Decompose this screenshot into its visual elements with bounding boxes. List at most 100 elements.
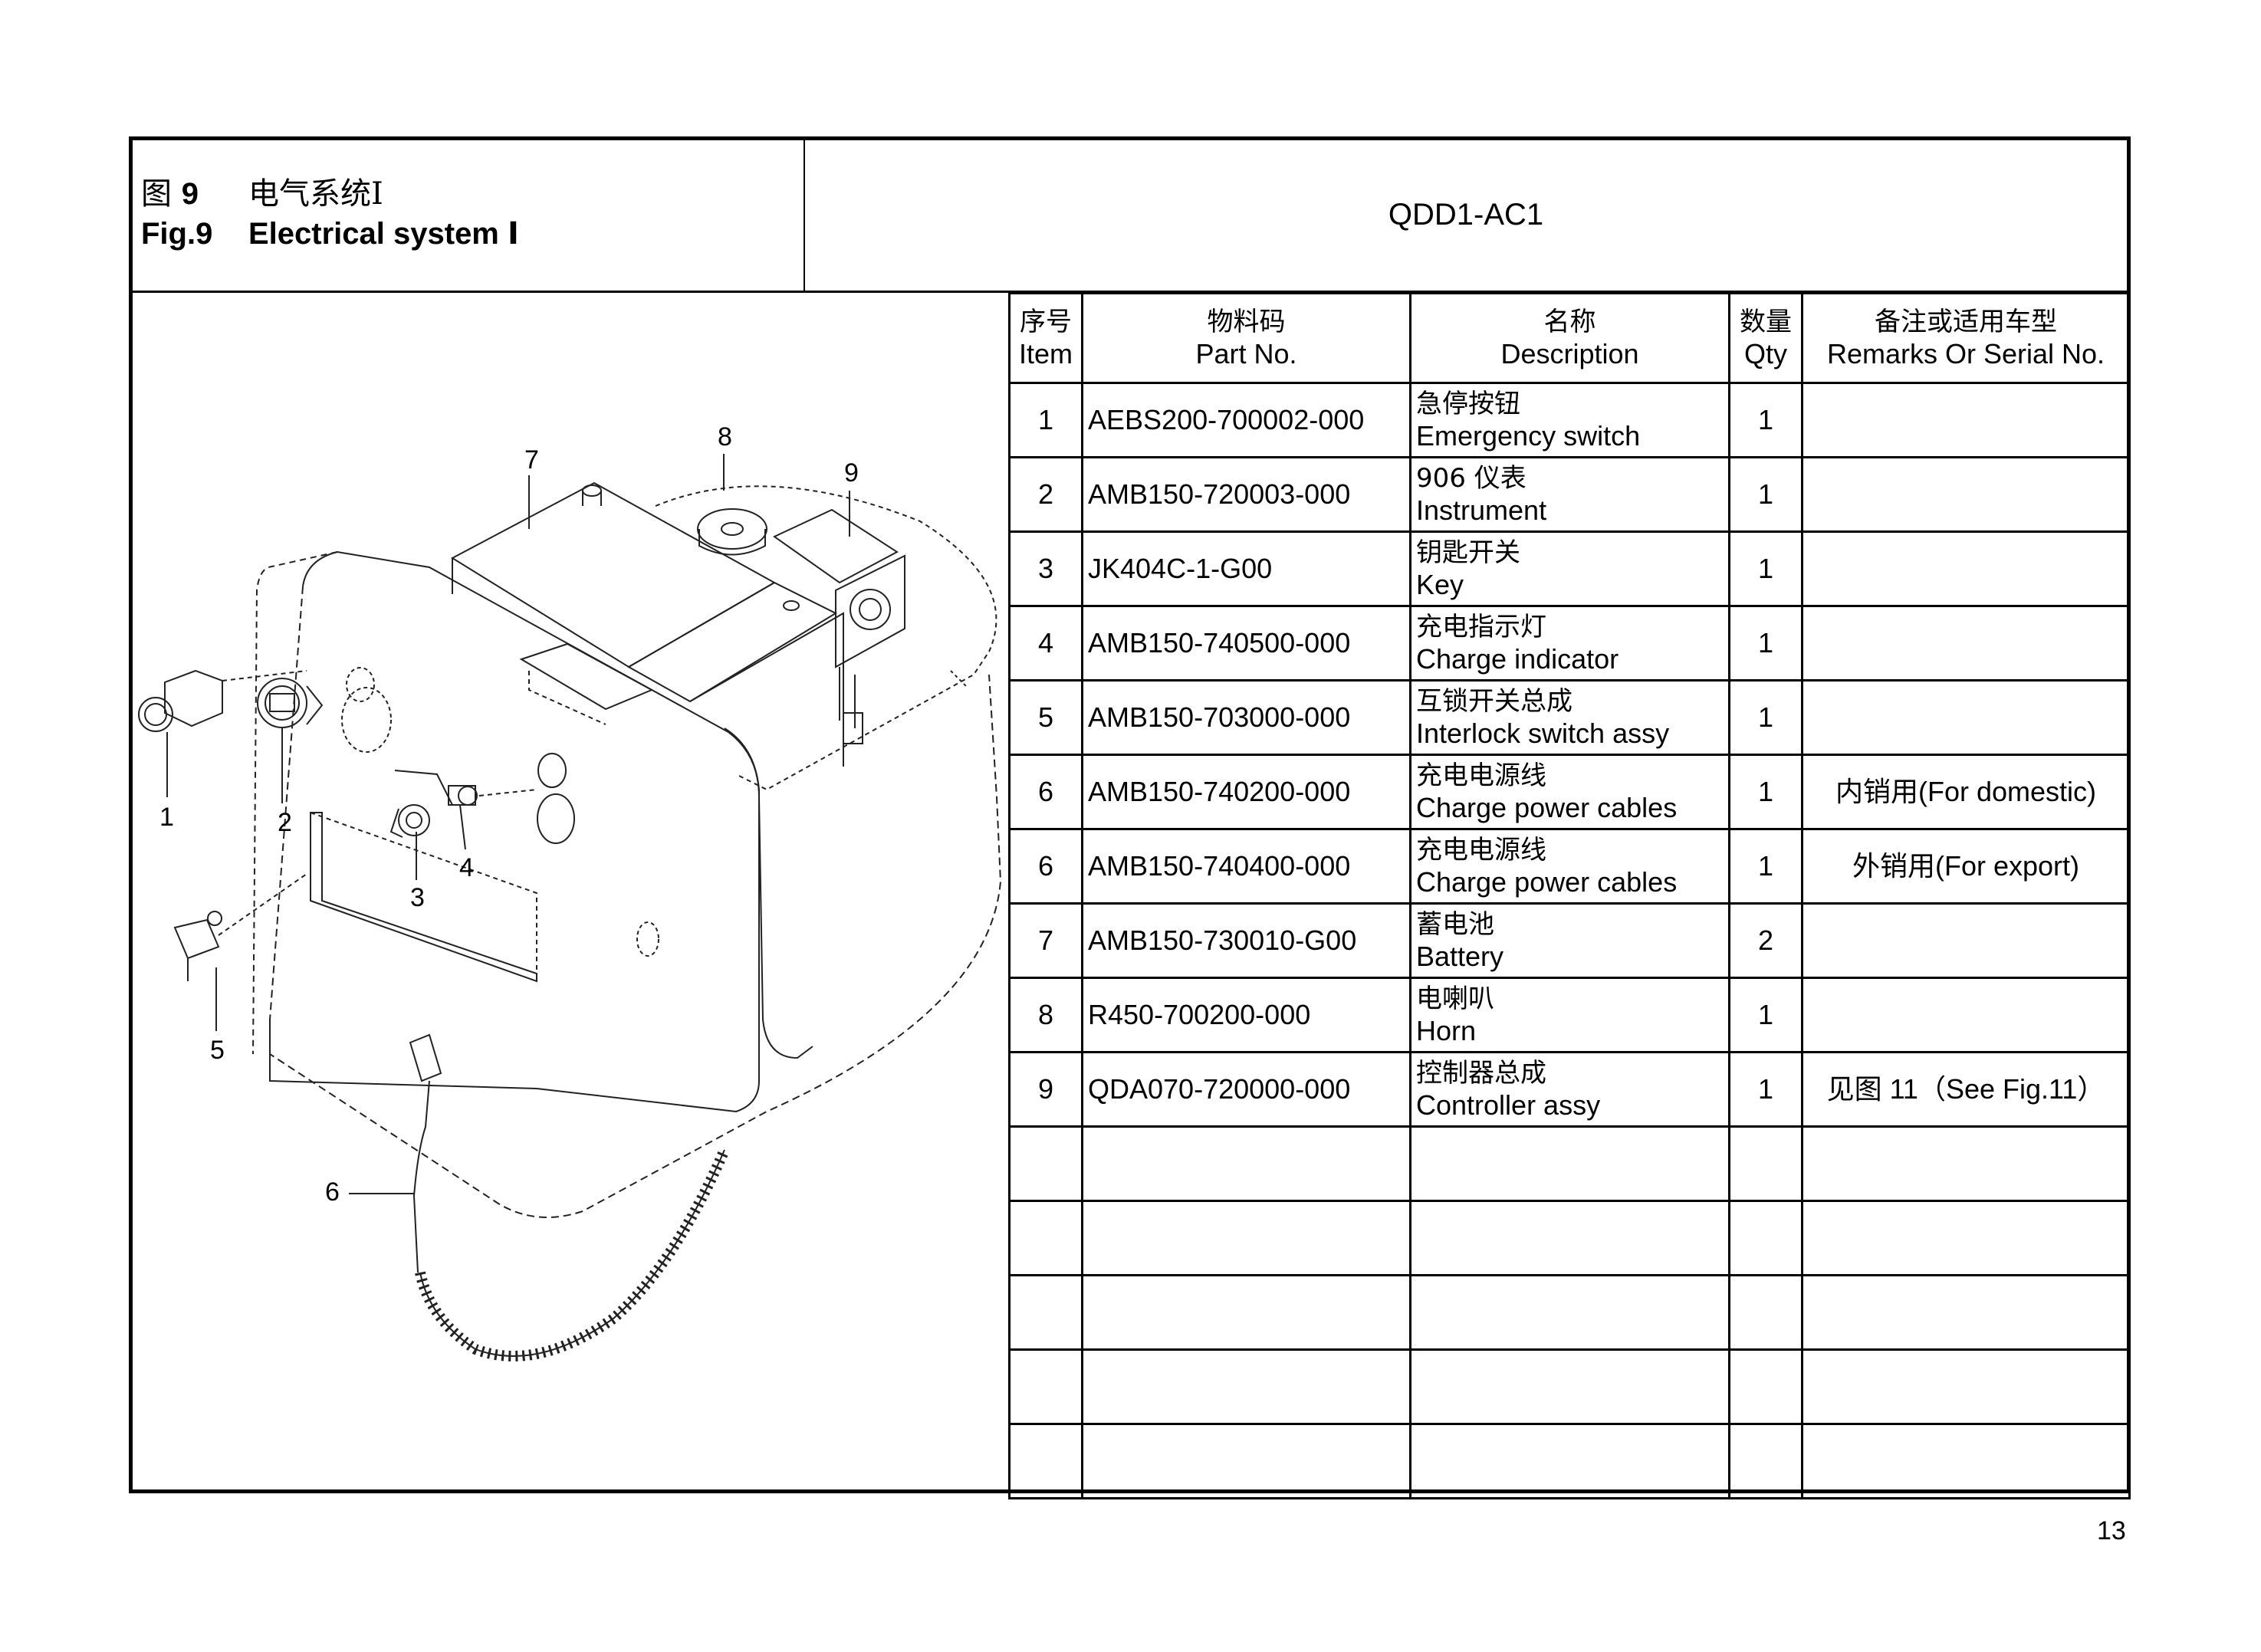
cell-qty: 1 [1728,828,1803,905]
cell-item: 3 [1008,530,1083,607]
cell-qty: 1 [1728,456,1803,533]
cell-qty: 2 [1728,902,1803,979]
header-column-divider [804,136,805,292]
description-cn: 急停按钮 [1416,389,1520,419]
cell-item: 9 [1008,1051,1083,1128]
cell-remarks [1801,456,2131,533]
diagram-drawing [138,454,1002,1361]
description-cn: 充电指示灯 [1416,612,1546,642]
cell-item: 7 [1008,902,1083,979]
model-code-text: QDD1-AC1 [1388,197,1544,232]
cell-description [1409,1423,1730,1499]
cell-remarks: 见图 11（See Fig.11） [1801,1051,2131,1128]
column-header-en: Item [1018,338,1073,369]
column-header-cn: 名称 [1543,307,1596,337]
table-row [1008,1274,2131,1351]
callout-7: 7 [524,445,539,475]
cell-part-no: AMB150-720003-000 [1081,456,1411,533]
callout-1: 1 [159,803,174,832]
description-en: Battery [1416,941,1504,972]
cell-remarks [1801,902,2131,979]
cell-qty: 1 [1728,530,1803,607]
cell-part-no: AMB150-740200-000 [1081,754,1411,830]
description-cn: 控制器总成 [1416,1058,1546,1089]
description-en: Instrument [1416,494,1547,526]
description-en: Horn [1416,1015,1477,1046]
cell-item: 5 [1008,679,1083,756]
cell-item: 6 [1008,754,1083,830]
column-header-cn: 备注或适用车型 [1875,307,2057,337]
figure-title-en: Electrical system Ⅰ [248,217,519,251]
column-header-en: Qty [1743,338,1787,369]
figure-title-block: 图 9 电气系统Ⅰ Fig.9 Electrical system Ⅰ [141,169,519,264]
column-header-cn: 序号 [1020,307,1072,337]
cell-item [1008,1423,1083,1499]
column-header-cn: 物料码 [1207,307,1286,337]
cell-item: 8 [1008,977,1083,1053]
callout-4: 4 [459,853,474,882]
cell-qty: 1 [1728,605,1803,681]
cell-item: 6 [1008,828,1083,905]
cell-qty: 1 [1728,977,1803,1053]
cell-item [1008,1125,1083,1202]
cell-part-no: JK404C-1-G00 [1081,530,1411,607]
cell-part-no: QDA070-720000-000 [1081,1051,1411,1128]
callout-9: 9 [844,458,859,488]
table-row [1008,1200,2131,1276]
description-en: Charge power cables [1416,792,1678,823]
cell-qty [1728,1200,1803,1276]
cell-remarks [1801,530,2131,607]
figure-title-cn: 电气系统Ⅰ [248,176,383,212]
cell-remarks: 外销用(For export) [1801,828,2131,905]
cell-remarks [1801,382,2131,458]
description-en: Controller assy [1416,1089,1601,1121]
cell-description [1409,1274,1730,1351]
cell-remarks [1801,605,2131,681]
cell-item: 2 [1008,456,1083,533]
cell-item: 4 [1008,605,1083,681]
cell-qty [1728,1423,1803,1499]
cell-remarks [1801,679,2131,756]
cell-qty: 1 [1728,679,1803,756]
cell-description [1409,1125,1730,1202]
description-cn: 充电电源线 [1416,835,1546,865]
cell-remarks [1801,1348,2131,1425]
cell-qty [1728,1348,1803,1425]
header-divider [129,291,2131,293]
cell-remarks [1801,977,2131,1053]
description-cn: 互锁开关总成 [1416,686,1573,717]
table-row [1008,1423,2131,1499]
cell-part-no: AEBS200-700002-000 [1081,382,1411,458]
column-header-en: Remarks Or Serial No. [1826,338,2105,369]
cell-qty [1728,1125,1803,1202]
description-en: Key [1416,569,1464,600]
figure-number: 9 [181,177,199,211]
cell-qty: 1 [1728,382,1803,458]
figure-label-en: Fig.9 [141,217,213,251]
page-number: 13 [2097,1516,2126,1545]
cell-part-no [1081,1200,1411,1276]
cell-part-no: AMB150-740400-000 [1081,828,1411,905]
description-en: Interlock switch assy [1416,718,1670,749]
callout-8: 8 [718,422,732,452]
callout-6: 6 [325,1177,340,1207]
cell-remarks [1801,1423,2131,1499]
model-code: QDD1-AC1 [805,138,2127,291]
cell-remarks [1801,1125,2131,1202]
figure-label-cn: 图 9 [141,169,248,213]
